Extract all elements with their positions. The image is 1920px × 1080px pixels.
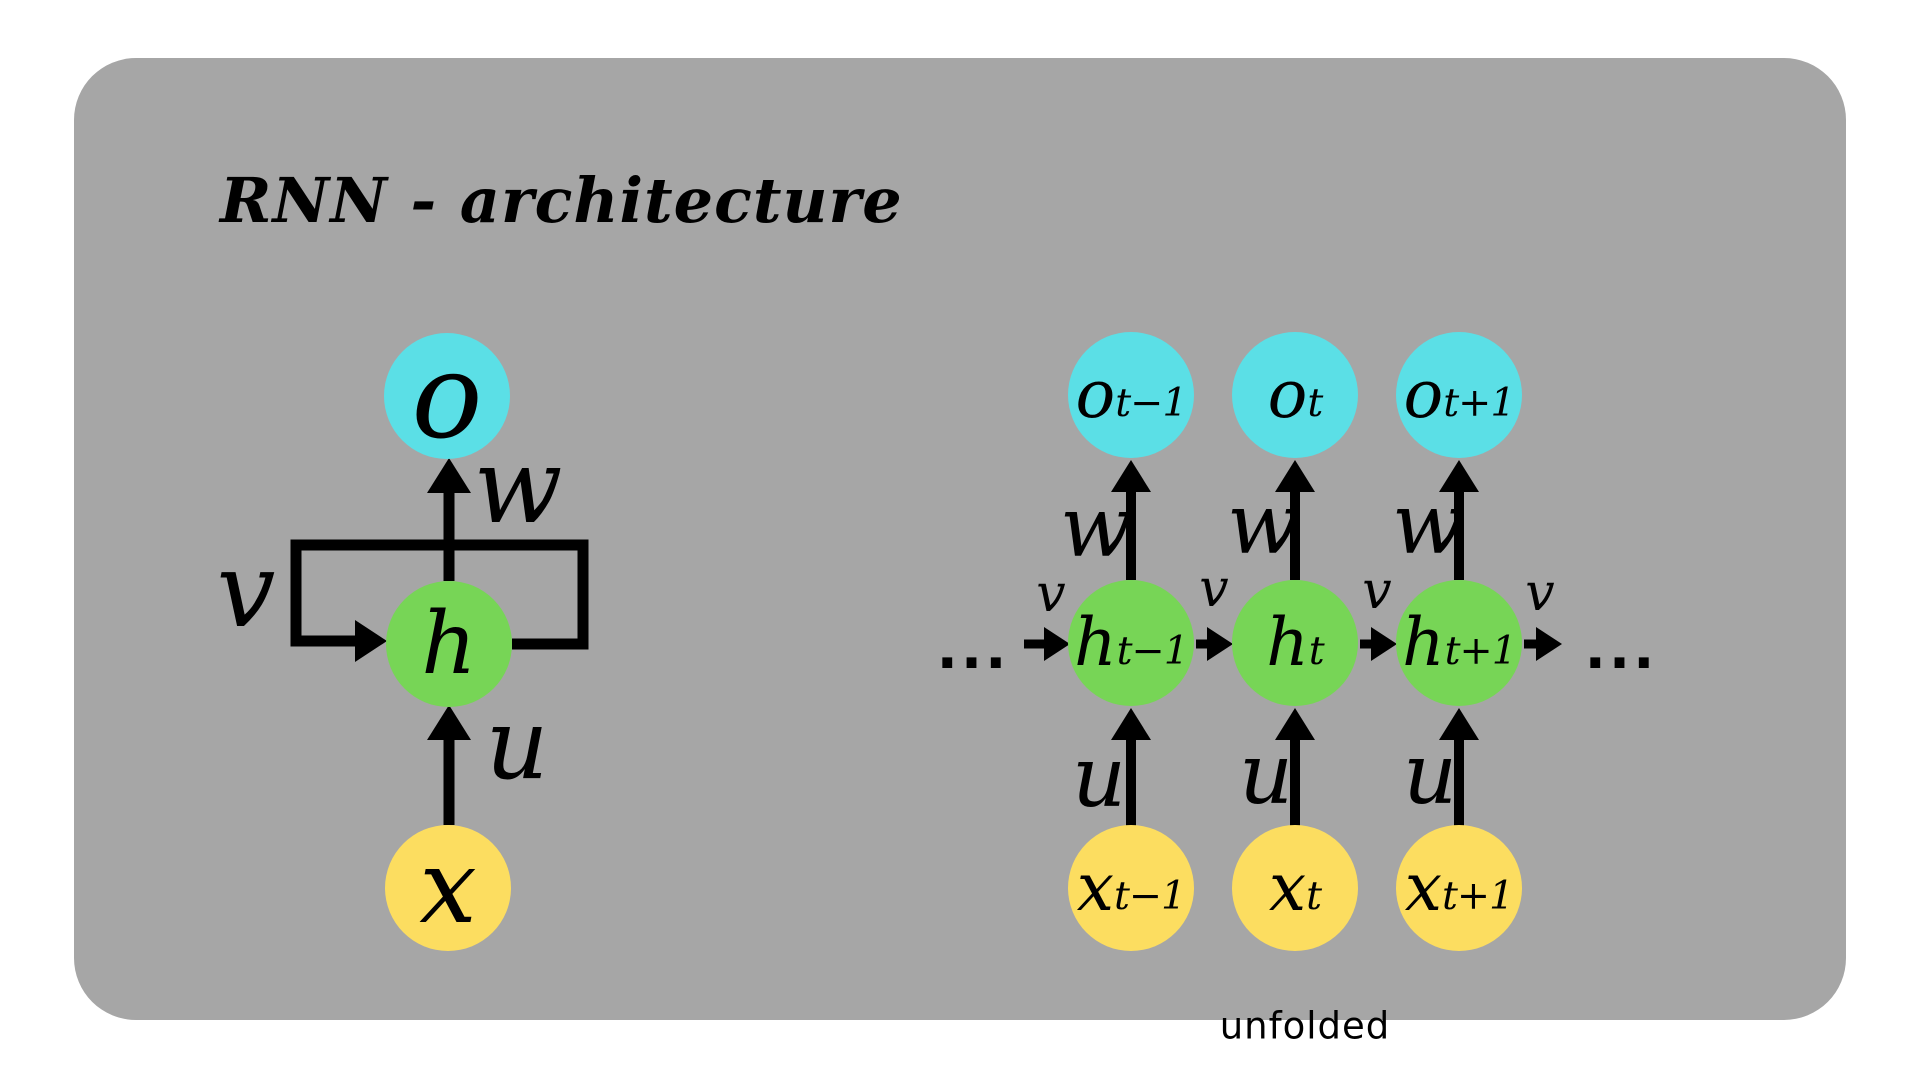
- unfolded-hidden-label-1: h: [1074, 604, 1117, 681]
- folded-input-label: x: [419, 828, 477, 947]
- slide-card: RNN - architecture: [74, 58, 1846, 1048]
- unfolded-input-label-3: x: [1404, 849, 1442, 926]
- unfolded-v-arrow-head-3: [1371, 627, 1397, 661]
- unfolded-output-label-1: o: [1075, 356, 1116, 433]
- folded-hidden-label: h: [421, 594, 477, 694]
- folded-loop-arrowhead: [355, 620, 387, 662]
- folded-output-label: o: [411, 327, 483, 465]
- unfolded-input-sub-2: t: [1306, 872, 1322, 919]
- unfolded-ellipsis-left: ...: [936, 617, 1010, 682]
- folded-weight-v-label: v: [216, 529, 276, 651]
- unfolded-output-label-3: o: [1403, 356, 1444, 433]
- unfolded-v-arrowhead-4: [1536, 627, 1562, 661]
- unfolded-v-label-3: v: [1362, 561, 1392, 621]
- unfolded-ellipsis-right: ...: [1584, 617, 1658, 682]
- folded-weight-u-label: u: [485, 688, 549, 802]
- unfolded-hidden-sub-2: t: [1308, 627, 1325, 674]
- page-title: RNN - architecture: [220, 164, 903, 237]
- unfolded-hidden-sub-3: t+1: [1444, 627, 1517, 674]
- unfolded-u-label-3: u: [1402, 725, 1458, 823]
- folded-weight-w-label: w: [473, 425, 563, 547]
- unfolded-w-label-2: w: [1227, 475, 1299, 573]
- unfolded-output-label-2: o: [1267, 356, 1308, 433]
- unfolded-v-label-2: v: [1199, 559, 1229, 619]
- unfolded-input-label-1: x: [1076, 849, 1114, 926]
- unfolded-caption: unfolded: [1219, 1004, 1391, 1048]
- folded-hidden-node: h: [386, 581, 512, 707]
- unfolded-u-label-1: u: [1071, 728, 1127, 826]
- folded-input-node: x: [385, 825, 511, 951]
- unfolded-input-sub-1: t−1: [1113, 872, 1186, 919]
- unfolded-w-label-1: w: [1060, 478, 1132, 576]
- unfolded-v-label-4: v: [1525, 563, 1555, 623]
- unfolded-u-label-2: u: [1238, 725, 1294, 823]
- unfolded-v-arrowhead-2: [1207, 627, 1233, 661]
- unfolded-output-sub-3: t+1: [1443, 379, 1515, 426]
- unfolded-output-sub-1: t−1: [1115, 379, 1187, 426]
- folded-u-arrowhead: [427, 705, 471, 740]
- unfolded-hidden-label-2: h: [1266, 604, 1309, 681]
- unfolded-input-sub-3: t+1: [1441, 872, 1514, 919]
- folded-output-node: o: [384, 333, 510, 459]
- unfolded-hidden-sub-1: t−1: [1116, 627, 1189, 674]
- unfolded-w-label-3: w: [1392, 475, 1464, 573]
- unfolded-hidden-label-3: h: [1402, 604, 1445, 681]
- unfolded-output-sub-2: t: [1307, 379, 1323, 426]
- unfolded-v-arrowhead-1: [1044, 627, 1070, 661]
- unfolded-v-label-1: v: [1036, 564, 1066, 624]
- unfolded-input-label-2: x: [1268, 849, 1307, 926]
